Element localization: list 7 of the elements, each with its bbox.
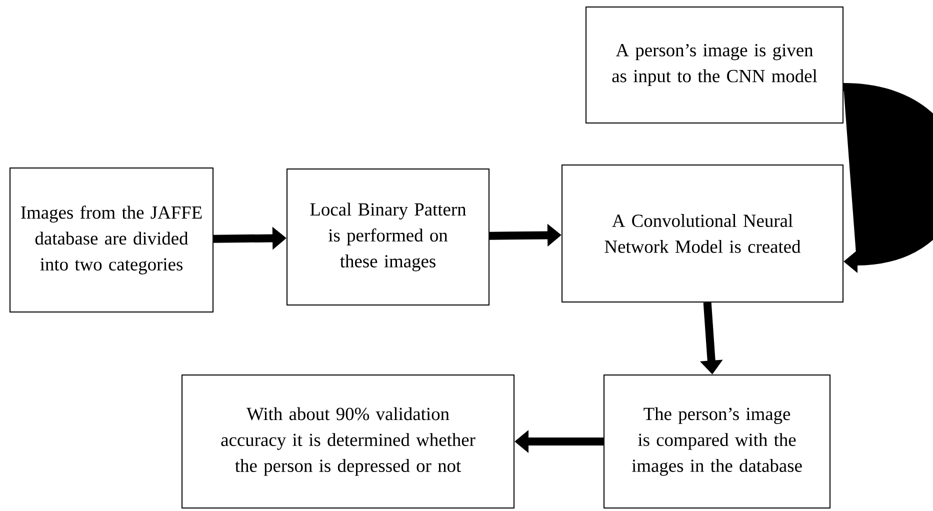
process-box: Local Binary Pattern is performed on these images bbox=[286, 168, 490, 306]
process-box: With about 90% validation accuracy it is determined whether the person is depressed or not bbox=[182, 374, 514, 508]
arrow bbox=[843, 83, 933, 273]
process-box: A person’s image is given as input to the CNN model bbox=[586, 6, 844, 124]
process-box: The person’s image is compared with the images in the database bbox=[604, 374, 830, 508]
process-box: A Convolutional Neural Network Model is created bbox=[562, 164, 844, 302]
process-box: Images from the JAFFE database are divided into two categories bbox=[10, 167, 214, 312]
